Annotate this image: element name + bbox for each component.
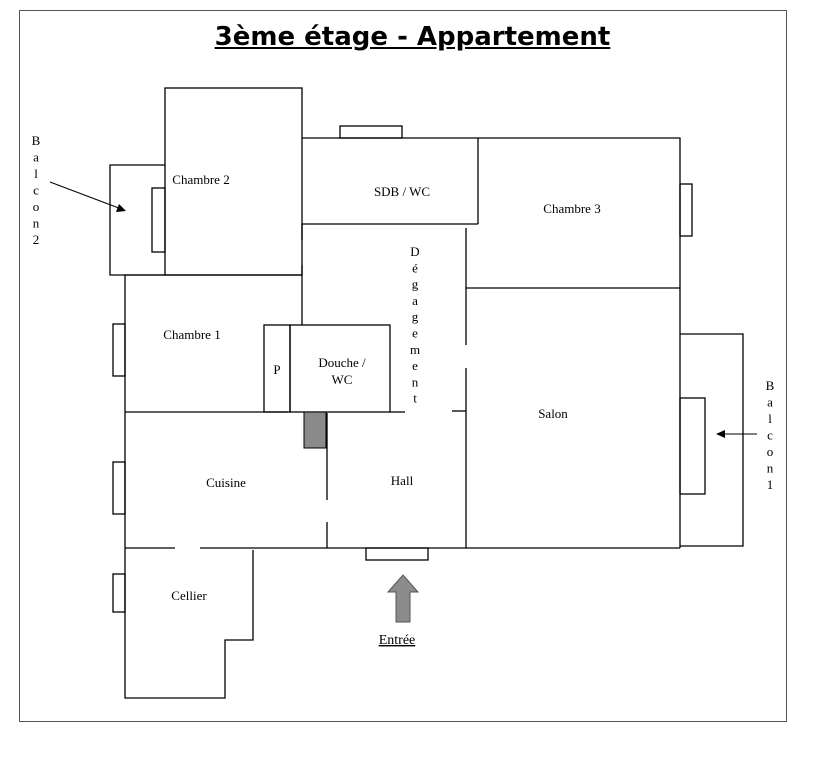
vertical-letter: 2: [33, 232, 40, 247]
vertical-letter: o: [767, 444, 774, 459]
label-chambre1: Chambre 1: [163, 327, 220, 342]
label-salon: Salon: [538, 406, 568, 421]
balcon1-arrow-icon: [716, 430, 757, 438]
douche-walls: [289, 324, 391, 413]
vertical-letter: D: [410, 244, 419, 259]
vertical-letter: o: [33, 199, 40, 214]
label-chambre2: Chambre 2: [172, 172, 229, 187]
balcon2-arrow-icon: [49, 181, 126, 212]
vertical-letter: c: [767, 428, 773, 443]
label-chambre3: Chambre 3: [543, 201, 600, 216]
top-outer-wall: [302, 137, 681, 288]
vertical-letter: c: [33, 183, 39, 198]
vertical-letter: m: [410, 342, 420, 357]
cellier-window: [112, 573, 126, 613]
label-cellier: Cellier: [171, 588, 207, 603]
cuisine-window: [112, 461, 126, 515]
label-placard: P: [273, 362, 280, 377]
vertical-letter: e: [412, 358, 418, 373]
cellier-walls: [124, 548, 254, 699]
gray-column: [303, 411, 327, 449]
walls: [109, 87, 744, 699]
chambre2-window: [151, 187, 166, 253]
salon-window: [679, 397, 706, 495]
label-hall: Hall: [391, 473, 414, 488]
entree-window: [365, 547, 429, 561]
chambre1-window: [112, 323, 126, 377]
vertical-letter: l: [34, 166, 38, 181]
vertical-letter: g: [412, 309, 419, 324]
vertical-letter: l: [768, 411, 772, 426]
vertical-letter: n: [33, 216, 40, 231]
vertical-letter: n: [412, 374, 419, 389]
vertical-letter: é: [412, 260, 418, 275]
label-cuisine: Cuisine: [206, 475, 246, 490]
chambre1-left-wall: [124, 274, 165, 412]
balcon1-walls: [680, 333, 744, 547]
vertical-letter: a: [767, 395, 773, 410]
label-sdb-wc: SDB / WC: [374, 184, 430, 199]
balcon2-walls: [109, 164, 165, 276]
entree-arrow-icon: [386, 574, 420, 623]
vertical-letter: 1: [767, 477, 774, 492]
chambre3-window: [679, 183, 693, 237]
label-douche-line2: WC: [332, 372, 353, 387]
sdb-window: [339, 125, 403, 139]
vertical-letter: B: [766, 378, 775, 393]
vertical-letter: a: [33, 150, 39, 165]
vertical-letter: g: [412, 277, 419, 292]
page-title: 3ème étage - Appartement: [214, 22, 611, 52]
vertical-letter: t: [413, 391, 417, 406]
vertical-letter: B: [32, 133, 41, 148]
vertical-letter: a: [412, 293, 418, 308]
label-douche-line1: Douche /: [318, 355, 366, 370]
label-entree: Entrée: [379, 633, 416, 648]
vertical-letter: n: [767, 461, 774, 476]
vertical-letter: e: [412, 326, 418, 341]
